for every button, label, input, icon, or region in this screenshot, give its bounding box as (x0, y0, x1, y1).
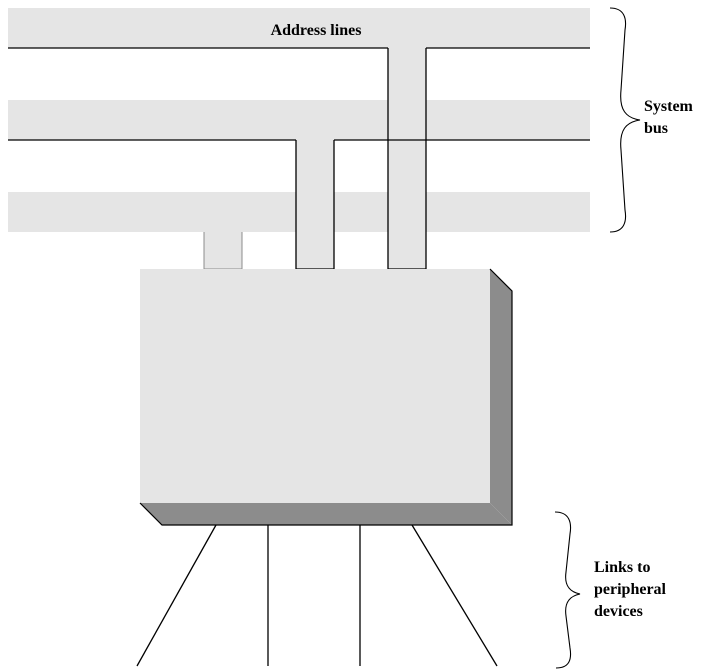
tap-address (388, 48, 426, 269)
module-shadow-bottom (140, 503, 512, 525)
peripheral-label-line1: Links to (594, 559, 650, 576)
bus-outlines (8, 47, 590, 270)
peripheral-label-line3: devices (594, 603, 643, 620)
system-bus-label: System bus (644, 98, 694, 137)
link-line-4 (411, 524, 498, 667)
bus-taps (204, 48, 426, 269)
tap-bottom (204, 232, 242, 269)
link-line-1 (136, 524, 217, 667)
module-face (140, 269, 490, 503)
peripheral-links (136, 524, 498, 667)
system-bus (8, 8, 590, 232)
system-bus-label-line2: bus (644, 120, 668, 137)
peripheral-label-line2: peripheral (594, 581, 667, 598)
system-bus-label-line1: System (644, 98, 694, 115)
io-module (139, 268, 513, 526)
address-lines-label: Address lines (271, 22, 362, 39)
peripheral-links-label: Links to peripheral devices (594, 559, 667, 620)
bus-band-address (8, 8, 590, 48)
tap-middle (296, 140, 334, 269)
braces (554, 7, 641, 669)
system-bus-brace (609, 7, 641, 233)
peripheral-brace (554, 511, 581, 669)
bus-band-middle (8, 100, 590, 140)
module-shadow-right (490, 269, 512, 525)
